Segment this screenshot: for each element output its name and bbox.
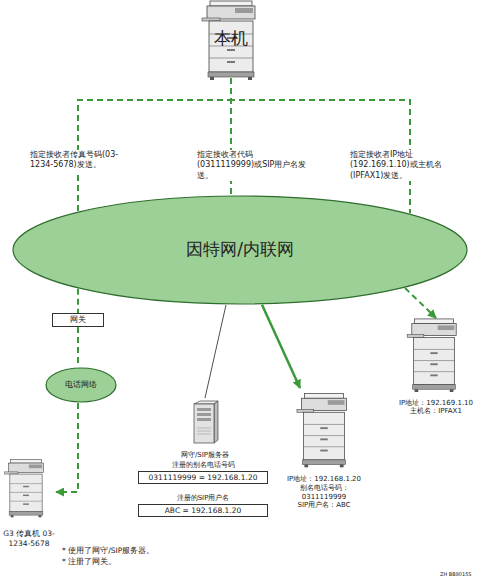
footnote: * 使用了网守/SIP服务器。: [62, 546, 154, 555]
node-text: 主机名：IPFAX1: [410, 407, 462, 416]
node-text: IP地址：192.168.1.20: [287, 475, 361, 484]
connector: [230, 78, 232, 195]
network-ellipse: 因特网/内联网: [12, 195, 468, 305]
connector: [78, 78, 231, 211]
node-text: SIP用户名：ABC: [297, 501, 350, 510]
connector: [231, 78, 410, 213]
node-text: 别名电话号码：0311119999: [280, 484, 368, 502]
connector: [405, 288, 436, 318]
ellipse-outline: [12, 195, 468, 305]
fax-illustration: [5, 459, 44, 517]
connector: [262, 305, 300, 388]
connector: [77, 289, 79, 313]
footnote: * 注册了网关。: [62, 557, 116, 566]
ellipse-shape: [13, 196, 467, 304]
edge-label: 指定接收者代码(0311119999)或SIP用户名发送。: [197, 150, 309, 181]
node-text: 电话网络: [65, 380, 97, 389]
node-text: 注册的SIP用户名: [177, 494, 230, 503]
connector: [205, 305, 226, 398]
node-text: IP地址：192.169.1.10: [399, 399, 473, 408]
ellipse-outline: [45, 367, 117, 403]
gateway-box: 网关: [52, 313, 104, 327]
figure-code: ZH BB8015S: [440, 571, 472, 577]
node-text: 网关: [70, 315, 86, 324]
node-text: 注册的别名电话号码: [172, 461, 235, 470]
registry-box: 注册的SIP用户名ABC = 192.168.1.20: [138, 494, 268, 517]
copier-illustration: [297, 394, 346, 468]
node-text: G3 传真机 03-1234-5678: [2, 529, 56, 548]
connector: [56, 403, 78, 492]
registry-box: 注册的别名电话号码0311119999 = 192.168.1.20: [138, 461, 268, 484]
phone-network-ellipse: 电话网络: [45, 367, 117, 403]
node-text: 网守/SIP服务器: [181, 451, 229, 460]
copier-illustration: [202, 1, 255, 80]
node-text: 因特网/内联网: [186, 239, 294, 260]
registry-entry: ABC = 192.168.1.20: [138, 504, 268, 517]
copier-illustration: [407, 319, 456, 392]
connector: [77, 327, 79, 367]
ellipse-shape: [46, 368, 116, 402]
server-illustration: [194, 401, 218, 443]
registry-entry: 0311119999 = 192.168.1.20: [138, 471, 268, 484]
